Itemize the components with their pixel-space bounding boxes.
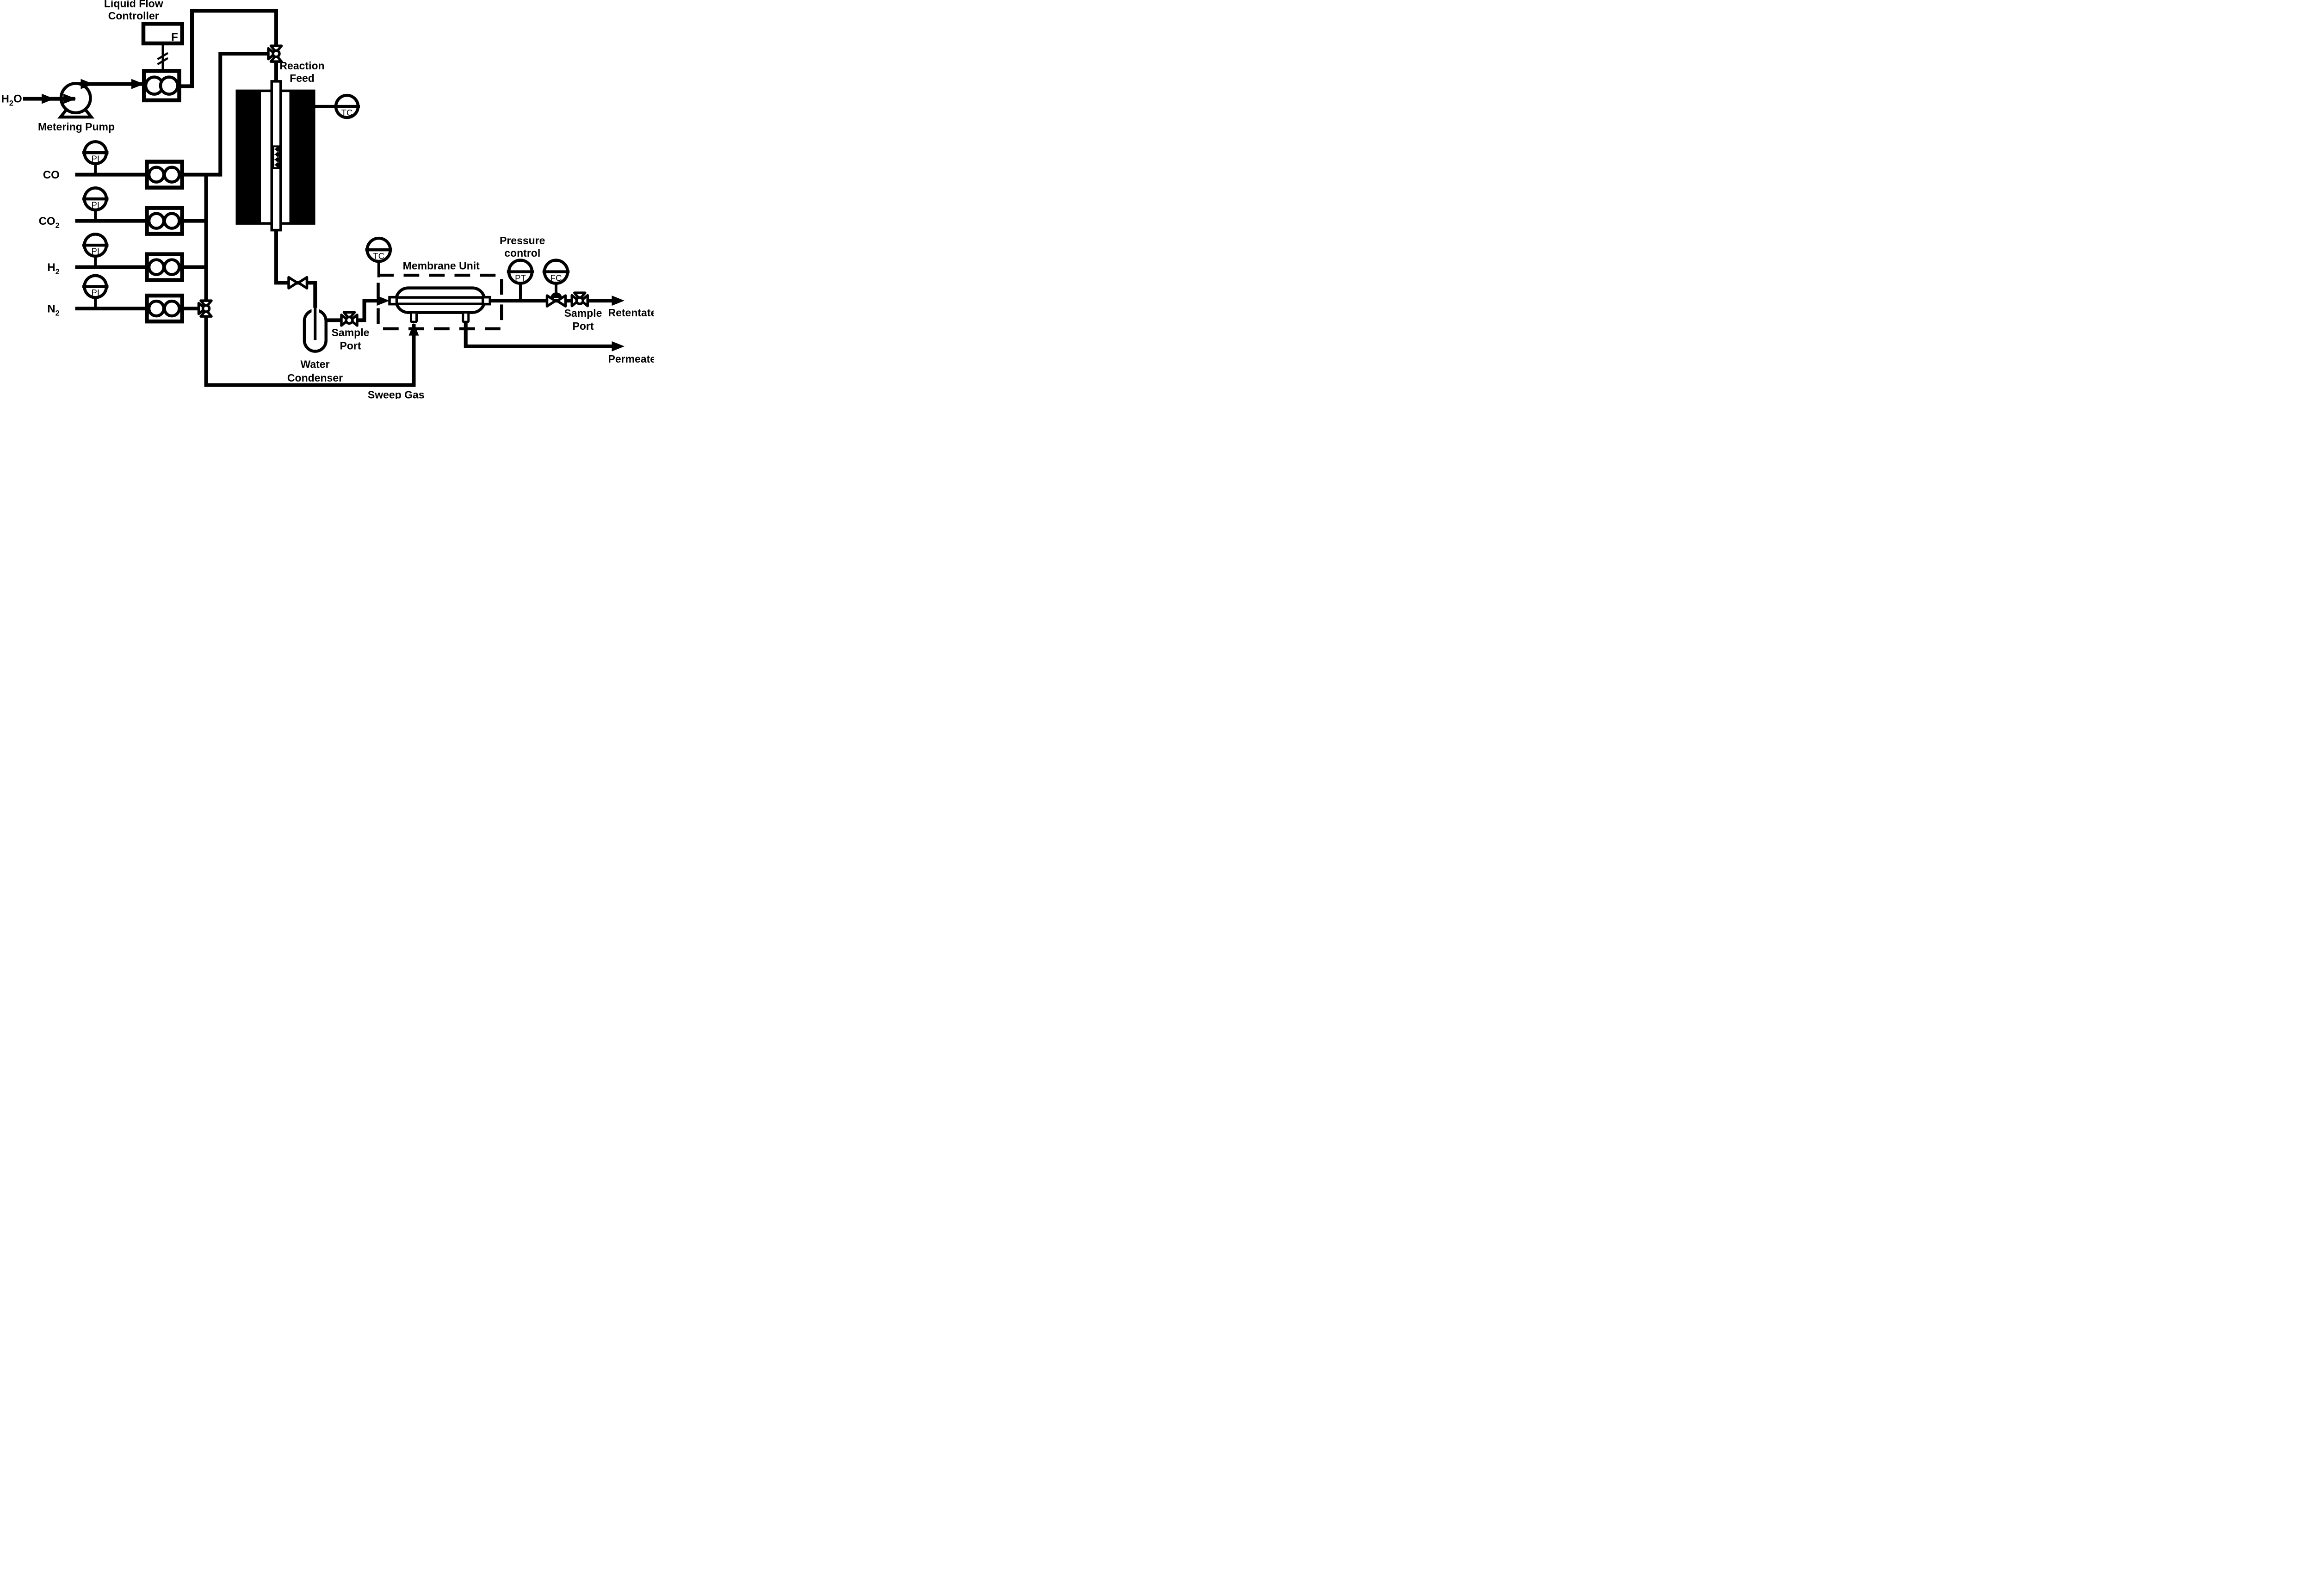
h2-label: H2: [47, 261, 60, 276]
pi-tag: PI: [92, 246, 99, 256]
sample-port-condenser-label: Sample: [332, 327, 370, 339]
membrane-core-tube: [396, 296, 483, 305]
membrane-shell: [395, 286, 486, 314]
reaction-feed-valve: [267, 44, 283, 63]
n2-label: N2: [47, 303, 60, 318]
permeate-label: Permeate: [608, 353, 655, 365]
sweep-arrow: [408, 323, 419, 336]
reaction-feed-label: Reaction: [279, 60, 324, 72]
liquid-flow-controller-label: Controller: [108, 10, 159, 22]
co2-label: CO2: [39, 215, 60, 230]
fc-tag: FC: [550, 273, 562, 283]
n2-three-way-valve: [197, 299, 213, 318]
reaction-feed-label: Feed: [290, 72, 315, 84]
sample-port-retentate-label: Sample: [564, 307, 602, 319]
process-flow-diagram: PI PI PI PI TC: [0, 0, 654, 399]
membrane-unit-boundary: [377, 273, 503, 331]
sweep-inlet-port: [410, 311, 418, 323]
sweep-gas-pipe: [204, 316, 416, 387]
water-condenser-label: Water: [300, 358, 329, 370]
pi-tag: PI: [92, 200, 99, 210]
water-condenser-label: Condenser: [287, 372, 343, 384]
tc-tag: TC: [341, 108, 353, 117]
liquid-feed-pipe: [179, 9, 278, 88]
pi-gauge-h2: PI: [82, 233, 109, 267]
pi-tag: PI: [92, 288, 99, 297]
mfc-roller-icon: [159, 75, 179, 96]
h2-mfc: [145, 252, 184, 282]
tube-end-port-right: [482, 296, 491, 306]
membrane-unit: TC: [365, 236, 503, 336]
water-condenser: [303, 283, 328, 353]
furnace-block-right: [289, 91, 314, 224]
pressure-control-station: PT FC: [507, 259, 570, 301]
liquid-flow-controller-label: Liquid Flow: [104, 0, 163, 10]
retentate-sample-valve: [570, 291, 589, 308]
liquid-flow-controller: [141, 22, 184, 103]
h2o-label: H2O: [1, 93, 22, 108]
metering-pump-label: Metering Pump: [38, 121, 115, 133]
pi-gauge-n2: PI: [82, 274, 109, 309]
co-label: CO: [43, 169, 60, 181]
permeate-outlet-port: [462, 311, 470, 323]
feed-arrow: [377, 296, 390, 306]
gas-mass-flow-controllers: [145, 160, 184, 324]
retentate-arrow: [612, 296, 625, 306]
metering-pump: [42, 79, 144, 119]
flow-arrow: [80, 79, 93, 89]
text-labels: Liquid Flow Controller F H2O Metering Pu…: [1, 0, 655, 399]
actuator-dome-icon: [550, 292, 562, 298]
pi-gauge-co2: PI: [82, 186, 109, 221]
tc-tag: TC: [373, 251, 384, 261]
signal-hash-icon: [157, 52, 169, 61]
pt-tag: PT: [515, 273, 526, 283]
condenser-sample-valve: [340, 311, 359, 327]
sweep-gas-label: Sweep Gas: [368, 389, 425, 399]
furnace-block-left: [237, 91, 261, 224]
f-box-label: F: [171, 31, 178, 43]
n2-mfc: [145, 293, 184, 324]
retentate-label: Retentate: [608, 307, 655, 319]
flow-arrow: [63, 93, 76, 104]
reactor-outlet-valve: [287, 276, 309, 290]
sample-port-retentate-label: Port: [573, 320, 594, 332]
pi-gauge-co: PI: [82, 140, 109, 175]
gas-riser-to-valve: [218, 52, 269, 177]
flow-arrow: [42, 93, 55, 104]
pi-tag: PI: [92, 154, 99, 164]
pressure-control-label: Pressure: [500, 234, 545, 246]
reactor-furnace: TC: [235, 80, 360, 232]
sample-port-condenser-label: Port: [340, 340, 361, 352]
membrane-unit-label: Membrane Unit: [403, 260, 480, 272]
catalyst-bed: [272, 145, 280, 169]
pressure-control-valve: [545, 292, 567, 308]
co-mfc: [145, 160, 184, 190]
valves: [197, 44, 589, 327]
signal-hash-icon: [157, 57, 169, 66]
tube-end-port-left: [388, 296, 398, 306]
pressure-control-label: control: [504, 247, 540, 259]
permeate-arrow: [612, 341, 625, 351]
flow-arrow: [131, 79, 144, 89]
pressure-indicators: PI PI PI PI: [82, 140, 109, 309]
co2-mfc: [145, 206, 184, 236]
